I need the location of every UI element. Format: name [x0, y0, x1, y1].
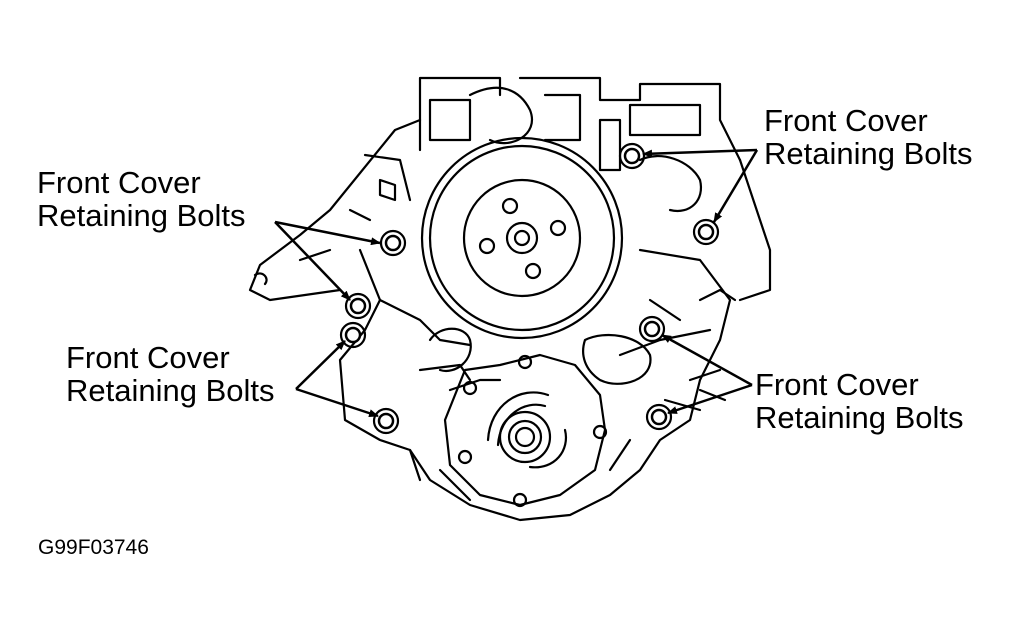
bolt-bosses [339, 142, 720, 435]
callout-line1: Front Cover [755, 367, 919, 402]
callout-lower-left: Front Cover Retaining Bolts [66, 341, 275, 407]
bolt-lower-right-1 [643, 320, 661, 338]
callout-line2: Retaining Bolts [764, 136, 973, 171]
callout-line2: Retaining Bolts [755, 400, 964, 435]
bolt-lower-left-2 [377, 412, 395, 430]
callout-line2: Retaining Bolts [66, 373, 275, 408]
callout-upper-right: Front Cover Retaining Bolts [764, 104, 973, 170]
bolt-upper-right-1 [623, 147, 641, 165]
water-pump-pulley [420, 136, 624, 340]
callout-line1: Front Cover [37, 165, 201, 200]
front-cover-outline [338, 248, 737, 522]
leader-arrow-lower-left-a [295, 340, 346, 390]
figure-id: G99F03746 [38, 536, 149, 559]
callout-line1: Front Cover [66, 340, 230, 375]
bolt-upper-left-2 [349, 297, 367, 315]
callout-lower-right: Front Cover Retaining Bolts [755, 368, 964, 434]
callout-line1: Front Cover [764, 103, 928, 138]
leader-arrow-lower-right-b [667, 383, 753, 415]
timing-cover-plate [443, 353, 608, 508]
leader-arrow-upper-right-b [712, 149, 759, 223]
leader-arrow-upper-right-a [642, 148, 758, 158]
bolt-upper-right-2 [697, 223, 715, 241]
bolt-lower-left-1 [344, 326, 362, 344]
leader-arrow-lower-left-b [295, 387, 379, 418]
callout-line2: Retaining Bolts [37, 198, 246, 233]
leader-arrow-upper-left-a [274, 220, 381, 246]
leader-arrow-lower-right-a [661, 333, 753, 387]
leader-arrow-upper-left-b [274, 221, 351, 301]
callout-upper-left: Front Cover Retaining Bolts [37, 166, 246, 232]
bolt-upper-left-1 [384, 234, 402, 252]
engine-block-outline [248, 76, 772, 302]
bolt-lower-right-2 [650, 408, 668, 426]
